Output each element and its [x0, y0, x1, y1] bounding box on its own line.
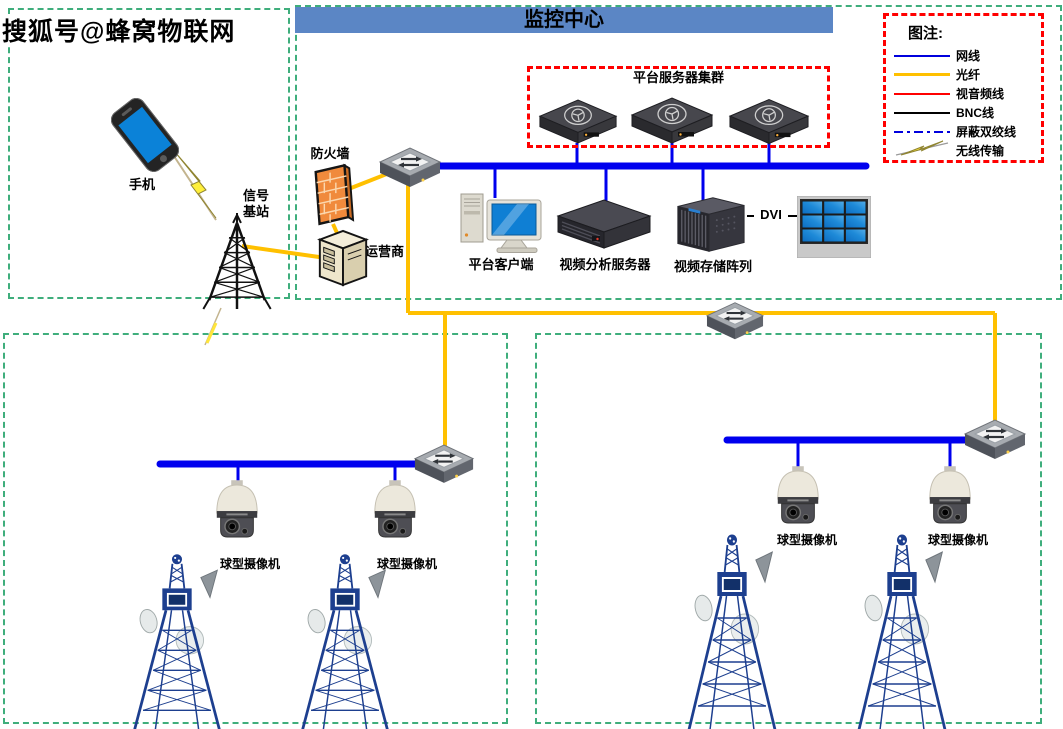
- zone-wireless-access: [8, 8, 290, 299]
- bnc-line-sample: [894, 111, 950, 114]
- legend-item-wireless: 无线传输: [894, 139, 1035, 162]
- stp-line-sample: [894, 130, 950, 133]
- platform-client-label: 平台客户端: [468, 257, 534, 272]
- legend-item-bnc-cable: BNC线: [894, 103, 1035, 122]
- storage-array-label: 视频存储阵列: [673, 259, 752, 274]
- legend: 图注: 网线 光纤 视音频线 BNC线 屏蔽双绞线: [883, 13, 1044, 163]
- legend-item-network-cable: 网线: [894, 46, 1035, 65]
- zone-site-left: [3, 333, 508, 724]
- legend-item-av-cable: 视音频线: [894, 84, 1035, 103]
- dome-camera-label-3: 球型摄像机: [776, 533, 837, 547]
- server-cluster-box: [527, 66, 830, 148]
- av-line-sample: [894, 92, 950, 95]
- analysis-server-label: 视频分析服务器: [559, 257, 651, 272]
- phone-label: 手机: [128, 177, 155, 192]
- rack-server-icon-1: [538, 96, 618, 146]
- wireless-bolt-tower-site: [204, 307, 222, 346]
- carrier-label: 运营商: [365, 244, 405, 259]
- wireless-bolt-phone-tower: [167, 146, 217, 221]
- server-cluster-label: 平台服务器集群: [632, 70, 724, 85]
- lattice-tower-icon-1: [122, 552, 232, 729]
- switch-icon-site-right: [962, 416, 1028, 462]
- lightning-icon: [894, 139, 950, 162]
- switch-icon-site-left: [412, 441, 476, 486]
- network-line-sample: [894, 54, 950, 57]
- dome-camera-icon-3: [772, 466, 824, 530]
- firewall-icon: [309, 163, 355, 231]
- dome-camera-label-2: 球型摄像机: [376, 557, 437, 571]
- carrier-server-icon: [315, 226, 371, 290]
- switch-icon-aggregation: [704, 299, 766, 342]
- base-station-tower-icon: [195, 213, 279, 312]
- lattice-tower-icon-2: [290, 552, 400, 729]
- video-wall-icon: [797, 196, 871, 258]
- analysis-server-icon: [556, 198, 652, 252]
- rack-server-icon-3: [728, 96, 810, 146]
- rack-server-icon-2: [630, 94, 714, 146]
- zone-monitoring-center: [295, 5, 1062, 300]
- dome-camera-label-1: 球型摄像机: [219, 557, 280, 571]
- dvi-label: DVI: [754, 207, 788, 223]
- lattice-tower-icon-3: [677, 532, 787, 729]
- dome-camera-label-4: 球型摄像机: [927, 533, 988, 547]
- legend-item-shielded-twisted-pair: 屏蔽双绞线: [894, 122, 1035, 141]
- zone-site-right: [535, 333, 1042, 724]
- dome-camera-icon-1: [211, 480, 263, 544]
- dome-camera-icon-2: [369, 480, 421, 544]
- base-station-label: 信号基站: [243, 188, 270, 219]
- dome-camera-icon-4: [924, 466, 976, 530]
- page-title: 监控中心: [295, 7, 833, 33]
- storage-array-icon: [672, 194, 748, 256]
- firewall-label: 防火墙: [310, 146, 350, 161]
- fiber-line-sample: [894, 73, 950, 76]
- switch-icon-core: [377, 144, 443, 190]
- legend-title: 图注:: [908, 25, 943, 42]
- phone-icon: [95, 85, 195, 185]
- watermark: 搜狐号@蜂窝物联网: [2, 18, 236, 46]
- client-pc-icon: [455, 190, 547, 254]
- legend-item-optical-fiber: 光纤: [894, 65, 1035, 84]
- lattice-tower-icon-4: [847, 532, 957, 729]
